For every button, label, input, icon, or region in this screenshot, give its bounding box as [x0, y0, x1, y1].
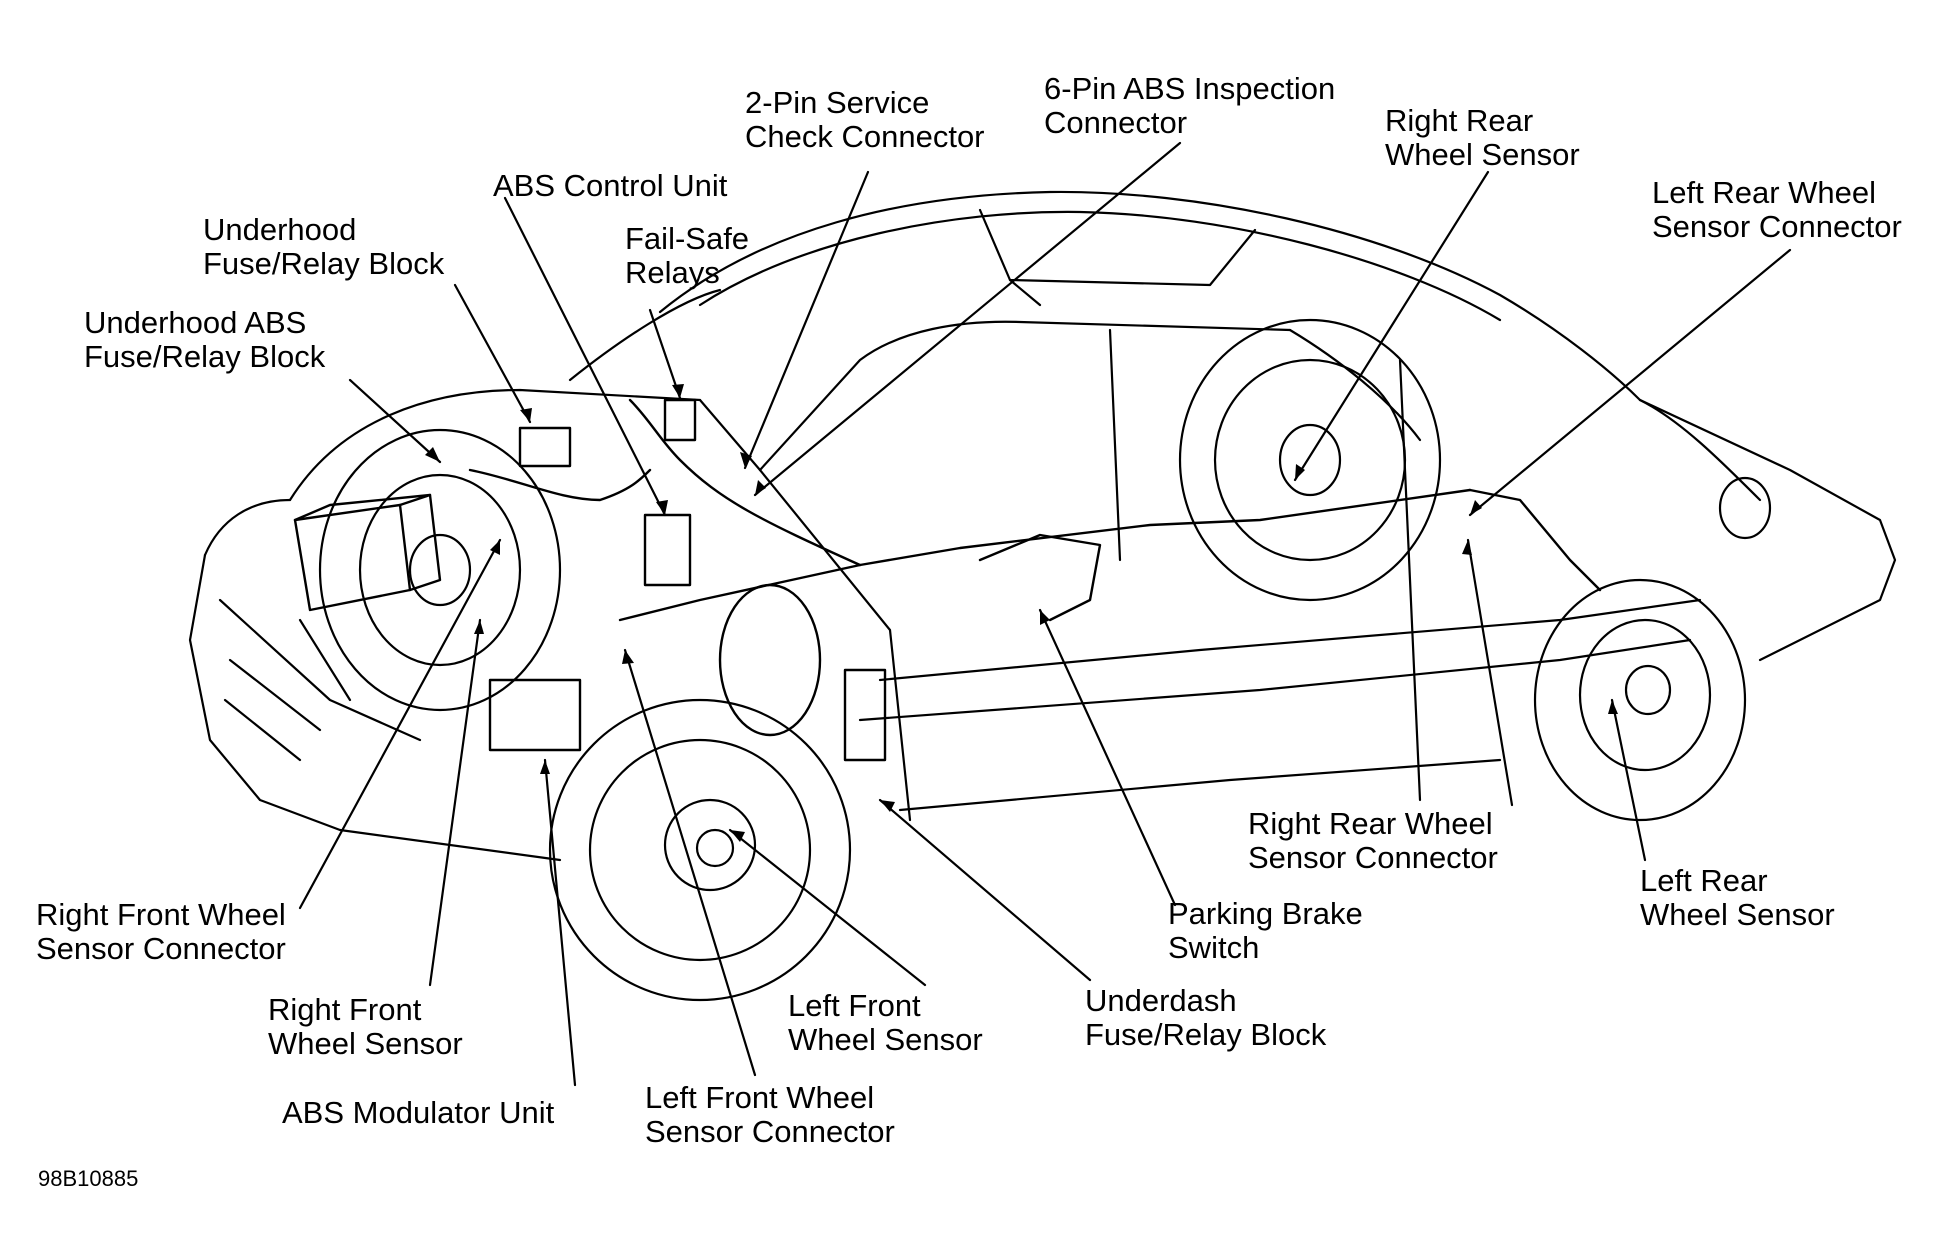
label-6-pin-abs-inspection-connector: 6-Pin ABS Inspection Connector — [1044, 71, 1336, 140]
label-left-front-wheel-sensor: Left Front Wheel Sensor — [788, 988, 983, 1057]
label-underhood-abs-fuse-relay-block: Underhood ABS Fuse/Relay Block — [84, 305, 326, 374]
label-right-rear-wheel-sensor: Right Rear Wheel Sensor — [1385, 103, 1580, 172]
label-underdash-fuse-relay-block: Underdash Fuse/Relay Block — [1085, 983, 1327, 1052]
label-underhood-fuse-relay-block: Underhood Fuse/Relay Block — [203, 212, 445, 281]
car-body-outline — [188, 190, 1897, 862]
label-left-front-wheel-sensor-connector: Left Front Wheel Sensor Connector — [645, 1080, 895, 1149]
components — [293, 398, 1602, 762]
label-left-rear-wheel-sensor-connector: Left Rear Wheel Sensor Connector — [1652, 175, 1902, 244]
label-parking-brake-switch: Parking Brake Switch — [1168, 896, 1363, 965]
label-abs-control-unit: ABS Control Unit — [493, 168, 728, 203]
label-right-front-wheel-sensor: Right Front Wheel Sensor — [268, 992, 463, 1061]
label-left-rear-wheel-sensor: Left Rear Wheel Sensor — [1640, 863, 1835, 932]
label-abs-modulator-unit: ABS Modulator Unit — [282, 1095, 555, 1130]
label-2-pin-service-check-connector: 2-Pin Service Check Connector — [745, 85, 985, 154]
figure-reference-id: 98B10885 — [38, 1166, 139, 1191]
wheels — [318, 318, 1747, 1002]
label-right-rear-wheel-sensor-connector: Right Rear Wheel Sensor Connector — [1248, 806, 1498, 875]
label-right-front-wheel-sensor-connector: Right Front Wheel Sensor Connector — [36, 897, 286, 966]
leader-arrowheads — [425, 384, 1618, 842]
label-fail-safe-relays: Fail-Safe Relays — [625, 221, 750, 290]
leader-lines — [298, 141, 1792, 1087]
